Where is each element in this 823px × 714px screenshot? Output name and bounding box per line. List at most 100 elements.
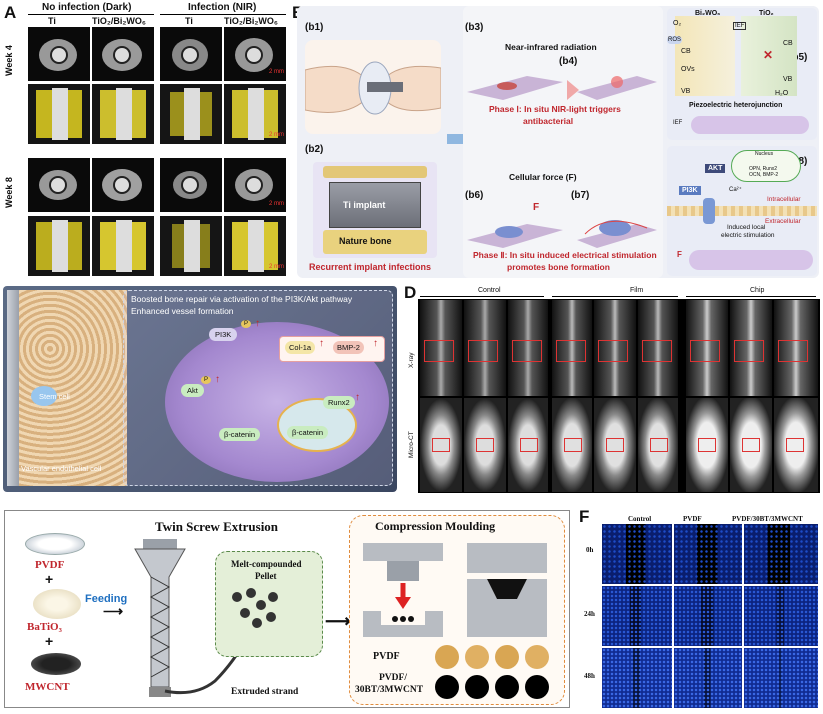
- e-feeding-arrow: ⟶: [103, 603, 124, 619]
- b3-b4-surfaces: [467, 76, 657, 100]
- a-scale-bar: 2 mm: [269, 201, 284, 207]
- a-ct-cross-section: [28, 158, 90, 212]
- c-up-arrow-3: ↑: [319, 338, 324, 349]
- a-col-tio2-2: TiO₂/Bi₂WO₆: [224, 16, 278, 26]
- d-xray-image: [638, 300, 678, 396]
- b8-nucleus: [731, 150, 801, 182]
- a-col-tio2-1: TiO₂/Bi₂WO₆: [92, 16, 146, 26]
- b5-ros-label: ROS: [667, 36, 683, 44]
- d-xray-image: [552, 300, 592, 396]
- d-microct-image: [508, 398, 548, 492]
- d-microct-image: [686, 398, 728, 492]
- c-p-badge-1: P: [241, 320, 252, 328]
- b5-ovs-label: OVs: [681, 66, 695, 73]
- b-nir-label: Near-infrared radiation: [505, 42, 597, 52]
- b8-membrane: [667, 206, 817, 216]
- c-up-arrow-5: ↑: [355, 392, 360, 403]
- b5-label: (b5): [789, 52, 808, 63]
- b1-knee-illustration: [305, 40, 441, 134]
- b8-pi3k-box: PI3K: [679, 186, 701, 195]
- b8-nucleus-label: Nucleus: [755, 151, 774, 157]
- e-pvdf-dish: [25, 533, 85, 555]
- b5-tio2-region: [741, 16, 797, 96]
- e-sample-pvdf-label: PVDF: [373, 651, 400, 662]
- e-mold-diagram: [363, 543, 547, 637]
- b5-tio2-label: TiO₂: [759, 10, 774, 17]
- e-batio3-label: BaTiO₃: [27, 621, 62, 633]
- d-xray-image: [774, 300, 818, 396]
- b-phase1-line2: antibacterial: [523, 116, 574, 126]
- b2-implant-model: Ti implant Nature bone: [313, 162, 437, 258]
- b6-b7-surfaces: [467, 220, 657, 248]
- panel-label-f: F: [579, 507, 590, 526]
- d-xray-image: [420, 300, 462, 396]
- d-group-line: [420, 296, 544, 297]
- c-akt: Akt: [181, 384, 204, 397]
- d-row-microct: Micro-CT: [408, 431, 415, 458]
- d-microct-image: [594, 398, 636, 492]
- d-xray-image: [730, 300, 772, 396]
- c-bmp2: BMP-2: [333, 341, 364, 354]
- e-sample-composite-1: PVDF/: [379, 673, 407, 683]
- b5-bi2wo6-region: [675, 16, 735, 96]
- f-wound-image: [674, 648, 742, 708]
- e-melt-2: Pellet: [255, 571, 277, 581]
- b-phase2-line1: Phase Ⅱ: In situ induced electrical stim…: [473, 250, 657, 260]
- a-ct-cross-section: [28, 27, 90, 81]
- b8-ion-channel: [703, 198, 715, 224]
- f-wound-image: [744, 586, 818, 646]
- b5-substrate: [691, 116, 809, 134]
- e-feeding-label: Feeding: [85, 593, 128, 605]
- a-scale-bar: 2 mm: [269, 132, 284, 138]
- d-col-control: Control: [478, 287, 501, 294]
- d-microct-image: [638, 398, 678, 492]
- a-ct-cross-section: [160, 158, 222, 212]
- e-plus-2: +: [45, 633, 54, 649]
- b4-label: (b4): [559, 56, 578, 67]
- d-col-chip: Chip: [750, 287, 765, 294]
- d-microct-image: [464, 398, 506, 492]
- e-compression-title: Compression Moulding: [375, 519, 496, 533]
- a-ct-implant-3d: [92, 84, 154, 144]
- b5-cb-right: CB: [783, 40, 793, 47]
- f-row-24h: 24h: [584, 610, 595, 618]
- b2-tissue-layer: [323, 166, 427, 178]
- b2-nature-bone-label: Nature bone: [339, 236, 392, 246]
- b5-o2-label: O₂: [673, 20, 682, 27]
- b2-bone-layer: [323, 230, 427, 254]
- d-col-film: Film: [630, 287, 644, 294]
- f-wound-image: [744, 648, 818, 708]
- b8-genes-1: OPN, Runx2: [749, 166, 778, 172]
- b1-label: (b1): [305, 22, 324, 33]
- d-microct-image: [774, 398, 818, 492]
- a-row-week4: Week 4: [4, 45, 14, 76]
- c-vascular-label: Vascular endothelial cell: [21, 464, 102, 473]
- e-mwcnt-label: MWCNT: [25, 681, 70, 693]
- panel-c: Boosted bone repair via activation of th…: [3, 286, 397, 492]
- a-ct-cross-section: [160, 27, 222, 81]
- c-p-badge-2: P: [201, 376, 212, 384]
- e-twin-screw-title: Twin Screw Extrusion: [155, 519, 279, 534]
- a-group-no-infection: No infection (Dark): [42, 2, 132, 13]
- b8-induced-1: Induced local: [727, 224, 766, 231]
- f-wound-image: [602, 524, 672, 584]
- e-melt-1: Melt-compounded: [231, 559, 302, 569]
- panel-e: Twin Screw Extrusion PVDF + BaTiO₃ + MWC…: [4, 510, 570, 708]
- b8-force-f: F: [677, 250, 682, 259]
- c-bone-scaffold: [17, 290, 127, 486]
- c-up-arrow-1: ↑: [255, 318, 260, 329]
- c-stem-cell-icon: [31, 386, 57, 406]
- d-xray-image: [464, 300, 506, 396]
- b7-label: (b7): [571, 190, 590, 201]
- d-microct-image: [730, 398, 772, 492]
- e-sample-discs: [435, 645, 549, 699]
- e-process-arrow: ⟶: [325, 611, 351, 631]
- b8-induced-2: electric stimulation: [721, 232, 775, 239]
- e-extruded-strand-label: Extruded strand: [231, 687, 299, 697]
- b8-genes-2: OCN, BMP-2: [749, 172, 779, 178]
- a-ct-implant-3d: [92, 216, 154, 276]
- b5-ief-label: IEF: [733, 22, 747, 30]
- b8-akt-box: AKT: [705, 164, 726, 173]
- e-pellet-box: [215, 551, 323, 657]
- d-xray-image: [508, 300, 548, 396]
